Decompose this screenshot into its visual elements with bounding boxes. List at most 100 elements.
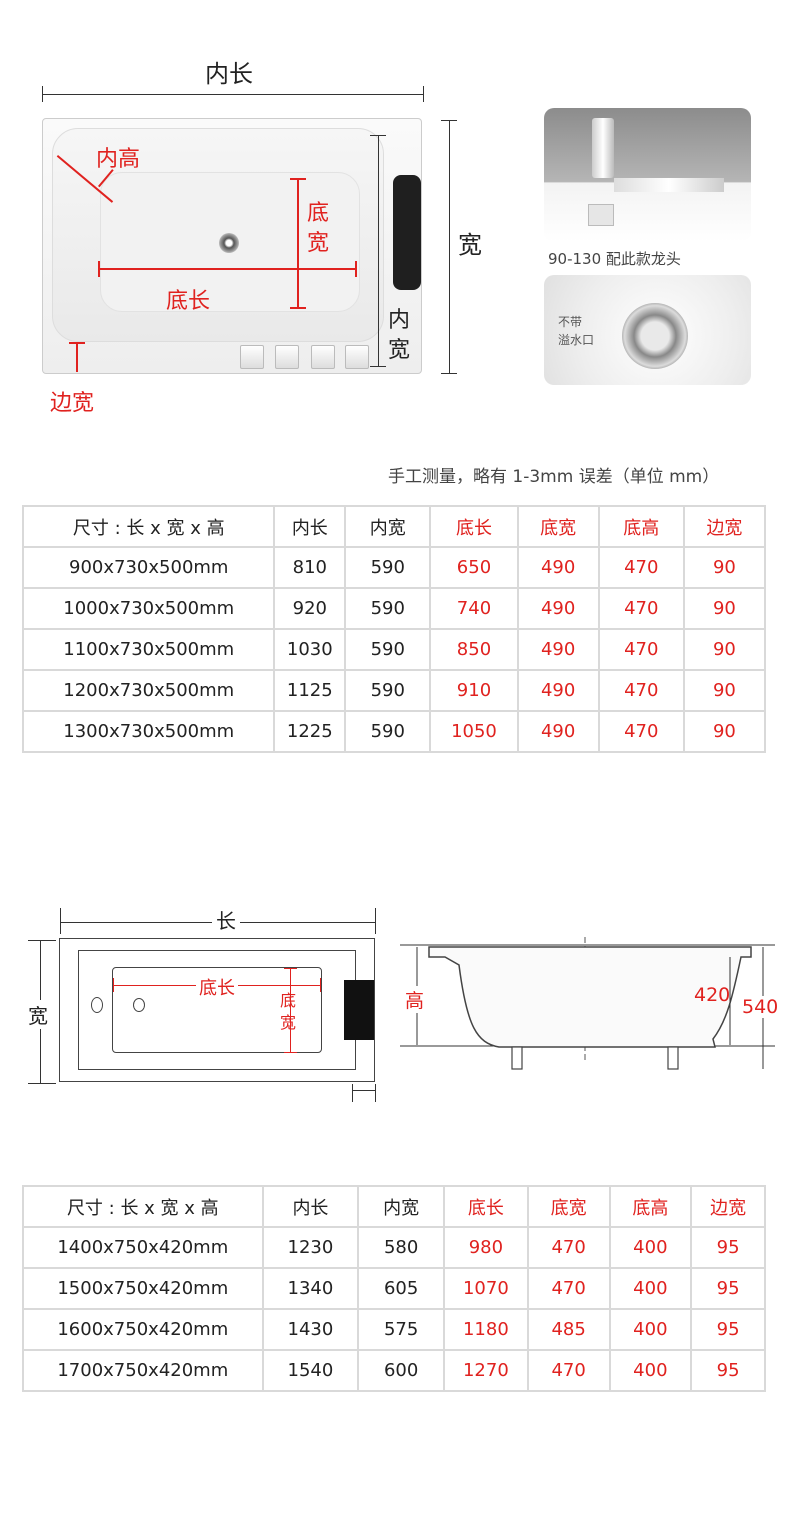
table-cell: 740: [429, 587, 519, 630]
dimension-tick: [375, 908, 376, 934]
tub-outline: [59, 938, 375, 1082]
tub-leg: [667, 1046, 679, 1070]
header-cell: 内长: [261, 1185, 360, 1228]
table-cell: 1125: [273, 669, 347, 712]
table-row: 1600x750x420mm 1430 575 1180 485 400 95: [22, 1308, 766, 1351]
table-cell: 95: [690, 1308, 766, 1351]
table-cell: 470: [597, 587, 685, 630]
table-cell: 400: [608, 1226, 693, 1269]
table-cell: 590: [344, 669, 432, 712]
table-cell: 490: [516, 546, 600, 589]
tub-leg: [511, 1046, 523, 1070]
headrest-pillow: [344, 980, 374, 1040]
table-header-row: 尺寸 : 长 x 宽 x 高 内长 内宽 底长 底宽 底高 边宽: [22, 1185, 766, 1228]
faucet-control-icon: [345, 345, 369, 369]
table-cell: 400: [608, 1267, 693, 1310]
header-cell: 边宽: [690, 1185, 766, 1228]
table-cell: 910: [429, 669, 519, 712]
bottom-length-marker-cap: [320, 978, 321, 992]
bottom-length-marker-cap: [355, 261, 357, 277]
bottom-width-marker-cap: [284, 1052, 297, 1053]
bottom-width-label: 底宽: [307, 201, 330, 256]
header-cell: 内长: [273, 505, 347, 548]
table-cell: 1030: [273, 628, 347, 671]
spout-icon: [588, 204, 614, 226]
bottom-width-marker-cap: [290, 178, 306, 180]
dimension-tick: [375, 1084, 376, 1102]
drain-photo: 不带 溢水口: [544, 275, 751, 385]
size-cell: 1400x750x420mm: [22, 1226, 264, 1269]
table-row: 1700x750x420mm 1540 600 1270 470 400 95: [22, 1349, 766, 1392]
table-cell: 400: [608, 1308, 693, 1351]
table-cell: 1340: [261, 1267, 360, 1310]
header-cell: 底长: [429, 505, 519, 548]
overflow-icon: [91, 997, 103, 1013]
table-row: 1300x730x500mm 1225 590 1050 490 470 90: [21, 710, 767, 753]
length-label: 长: [212, 905, 240, 934]
table-cell: 490: [516, 587, 600, 630]
inner-length-dimension-line: [42, 94, 424, 95]
faucet-set-icon: [614, 178, 724, 192]
table-cell: 490: [516, 710, 600, 753]
bottom-length-label: 底长: [196, 974, 238, 1000]
dimension-tick: [423, 86, 424, 102]
table-cell: 470: [597, 710, 685, 753]
table-cell: 485: [526, 1308, 611, 1351]
header-cell: 底宽: [526, 1185, 611, 1228]
dimension-tick: [60, 908, 61, 934]
table-cell: 90: [682, 587, 767, 630]
header-cell: 底高: [608, 1185, 693, 1228]
spec-table-1: 尺寸 : 长 x 宽 x 高 内长 内宽 底长 底宽 底高 边宽 900x730…: [21, 505, 767, 753]
spec-table-2: 尺寸 : 长 x 宽 x 高 内长 内宽 底长 底宽 底高 边宽 1400x75…: [22, 1185, 766, 1392]
size-cell: 1500x750x420mm: [22, 1267, 264, 1310]
dimension-tick: [28, 1083, 56, 1084]
bottom-width-marker-cap: [284, 968, 297, 969]
table-cell: 575: [357, 1308, 445, 1351]
header-cell: 内宽: [357, 1185, 445, 1228]
table-row: 900x730x500mm 810 590 650 490 470 90: [21, 546, 767, 589]
faucet-control-icon: [311, 345, 335, 369]
table-cell: 1540: [261, 1349, 360, 1392]
table-cell: 95: [690, 1226, 766, 1269]
table-cell: 470: [526, 1349, 611, 1392]
table-cell: 1225: [273, 710, 347, 753]
header-cell: 底长: [443, 1185, 529, 1228]
table-row: 1000x730x500mm 920 590 740 490 470 90: [21, 587, 767, 630]
table-cell: 1430: [261, 1308, 360, 1351]
faucet-photo: [544, 108, 751, 242]
table-cell: 590: [344, 587, 432, 630]
dimension-tick: [28, 940, 56, 941]
inner-height-label: 内高: [96, 147, 141, 172]
table-cell: 600: [357, 1349, 445, 1392]
table-cell: 90: [682, 669, 767, 712]
table-cell: 1050: [429, 710, 519, 753]
header-cell: 内宽: [344, 505, 432, 548]
table-cell: 1180: [443, 1308, 529, 1351]
bottom-width-marker: [297, 178, 299, 308]
width-label: 宽: [28, 1000, 48, 1029]
table-cell: 95: [690, 1267, 766, 1310]
bottom-width-marker-cap: [290, 307, 306, 309]
inner-width-label: 内宽: [388, 308, 411, 363]
table-cell: 850: [429, 628, 519, 671]
dimension-tick: [42, 86, 43, 102]
faucet-control-icon: [240, 345, 264, 369]
table-cell: 605: [357, 1267, 445, 1310]
width-label: 宽: [458, 231, 482, 259]
table-cell: 490: [516, 669, 600, 712]
dimension-tick: [352, 1084, 353, 1102]
edge-dimension-line: [352, 1090, 376, 1091]
total-height-label: 540: [742, 996, 779, 1018]
table-cell: 470: [597, 628, 685, 671]
bottom-length-marker-cap: [98, 261, 100, 277]
table-cell: 1070: [443, 1267, 529, 1310]
size-cell: 1700x750x420mm: [22, 1349, 264, 1392]
faucet-control-icon: [275, 345, 299, 369]
header-cell: 尺寸 : 长 x 宽 x 高: [22, 1185, 264, 1228]
table-cell: 1230: [261, 1226, 360, 1269]
bottom-length-marker: [98, 268, 356, 270]
table-cell: 920: [273, 587, 347, 630]
bottom-length-label: 底长: [166, 289, 211, 314]
drain-icon: [622, 303, 688, 369]
header-cell: 尺寸 : 长 x 宽 x 高: [21, 505, 276, 548]
